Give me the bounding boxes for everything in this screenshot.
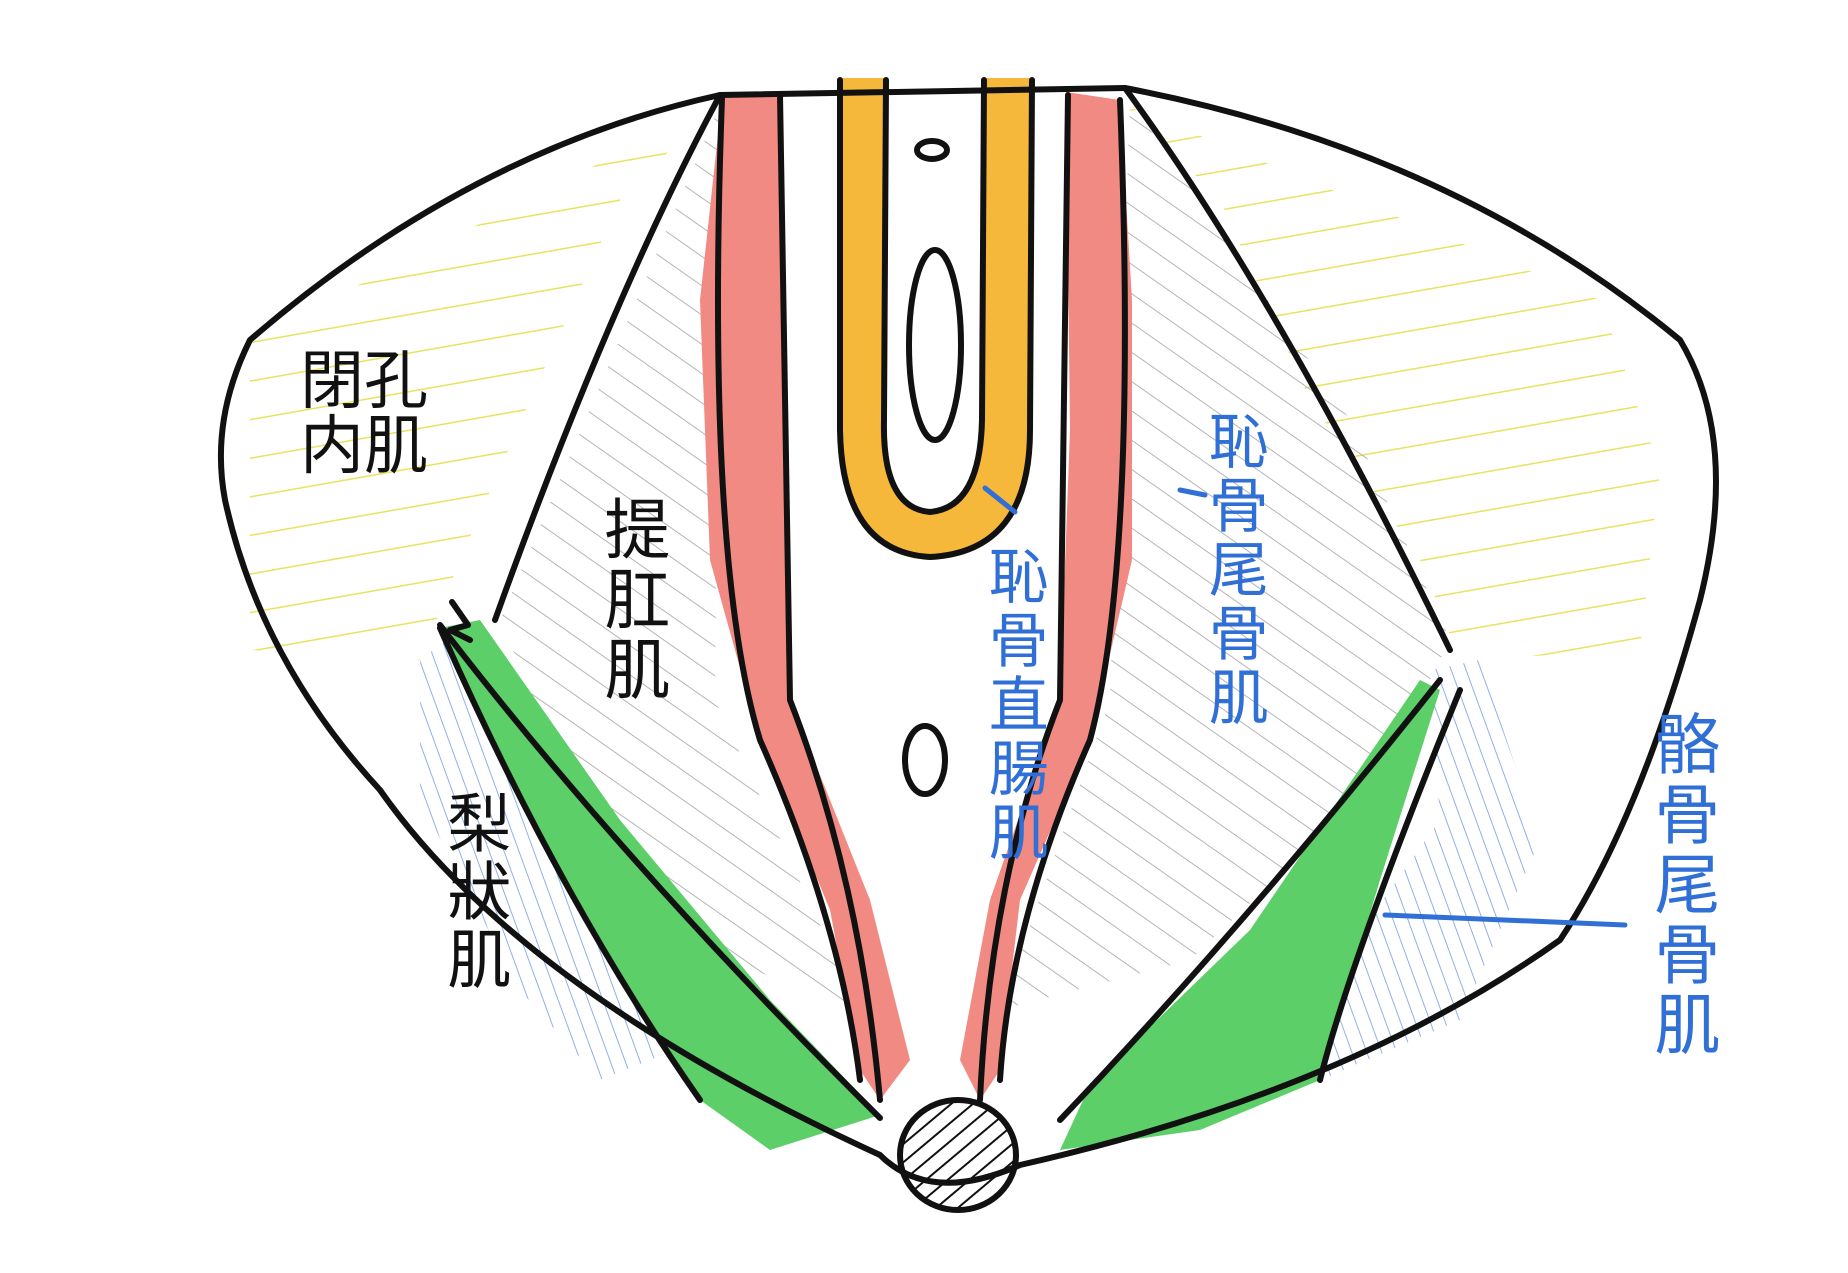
obturator-internus-label-line1: 閉孔 bbox=[300, 345, 428, 419]
obturator-internus-label-line2: 内肌 bbox=[300, 410, 428, 485]
iliococcygeus-pointer bbox=[1382, 912, 1628, 928]
label-pointer-lines bbox=[982, 485, 1628, 928]
puborectalis-label: 恥骨直腸肌 bbox=[978, 545, 1049, 865]
pubococcygeus-label: 恥骨尾骨肌 bbox=[1198, 410, 1269, 730]
pubococcygeus-pointer bbox=[1177, 487, 1208, 498]
obturator-internus-label: 閉孔 内肌 bbox=[300, 345, 428, 485]
piriformis-label: 梨狀肌 bbox=[436, 790, 511, 994]
levator-ani-label: 提肛肌 bbox=[593, 495, 671, 705]
puborectalis-right bbox=[960, 92, 1132, 1100]
puborectalis-bands bbox=[700, 92, 1132, 1100]
pubococcygeus-u-band bbox=[838, 78, 1032, 560]
diagram-outlines bbox=[217, 77, 1719, 1186]
puborectalis-pointer bbox=[982, 485, 1018, 515]
iliococcygeus-label: 骼骨尾骨肌 bbox=[1643, 710, 1721, 1060]
obturator-internus-hatching bbox=[250, 105, 1660, 660]
puborectalis-left bbox=[700, 92, 910, 1100]
coccyx bbox=[897, 1097, 1019, 1213]
